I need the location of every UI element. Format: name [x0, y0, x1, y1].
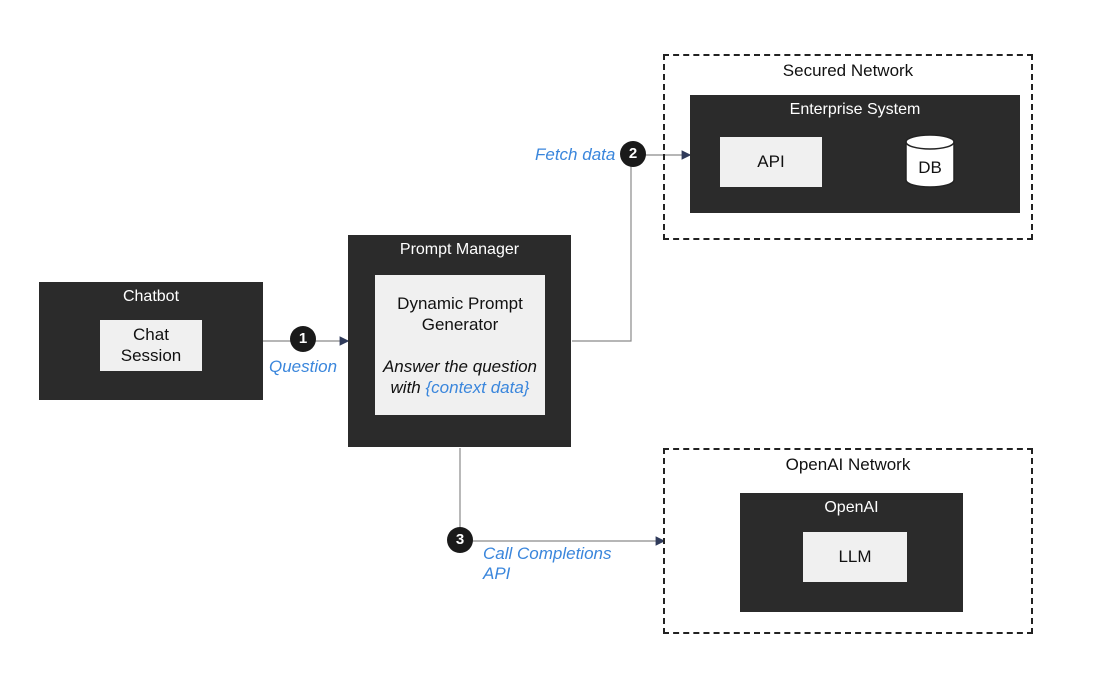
- openai-network-boundary: OpenAI Network: [663, 448, 1033, 634]
- api-label: API: [757, 152, 785, 171]
- llm-box: LLM: [803, 532, 907, 582]
- llm-label: LLM: [838, 547, 872, 566]
- api-box: API: [720, 137, 822, 187]
- prompt-manager-box: Prompt Manager Dynamic Prompt Generator …: [348, 235, 571, 447]
- step-1-badge: 1: [290, 326, 316, 352]
- generator-label-line2: Generator: [421, 315, 499, 334]
- openai-title: OpenAI: [824, 499, 879, 516]
- enterprise-system-title: Enterprise System: [789, 101, 921, 118]
- prompt-manager-title: Prompt Manager: [399, 241, 520, 258]
- secured-network-title: Secured Network: [782, 61, 914, 80]
- answer-with-text: with: [390, 378, 426, 397]
- generator-label-line1: Dynamic Prompt: [397, 294, 523, 313]
- step-3-label: Call Completions API: [483, 544, 612, 584]
- arrow-prompt-manager-to-openai: [459, 448, 666, 546]
- openai-network-title: OpenAI Network: [785, 455, 911, 474]
- enterprise-system-box: Enterprise System API DB: [690, 95, 1020, 213]
- db-cylinder-icon: [905, 134, 955, 188]
- step-2-badge: 2: [620, 141, 646, 167]
- answer-line1: Answer the question: [382, 357, 538, 376]
- db-label: DB: [918, 158, 942, 177]
- step-3-badge: 3: [447, 527, 473, 553]
- openai-box: OpenAI LLM: [740, 493, 963, 612]
- step-3-label-line1: Call Completions: [483, 544, 612, 563]
- chat-session-label-line2: Session: [120, 346, 182, 365]
- arrow-prompt-manager-to-enterprise: [572, 150, 692, 342]
- context-data-text: {context data}: [425, 378, 530, 397]
- secured-network-boundary: Secured Network: [663, 54, 1033, 240]
- chat-session-box: Chat Session: [100, 320, 202, 371]
- dynamic-prompt-generator-box: Dynamic Prompt Generator Answer the ques…: [375, 275, 545, 415]
- step-1-label: Question: [269, 357, 338, 376]
- step-2-label: Fetch data: [535, 145, 616, 164]
- chat-session-label-line1: Chat: [133, 325, 169, 344]
- chatbot-title: Chatbot: [122, 288, 180, 305]
- chatbot-box: Chatbot Chat Session: [39, 282, 263, 400]
- step-3-label-line2: API: [483, 564, 511, 583]
- answer-line2: with {context data}: [375, 377, 545, 398]
